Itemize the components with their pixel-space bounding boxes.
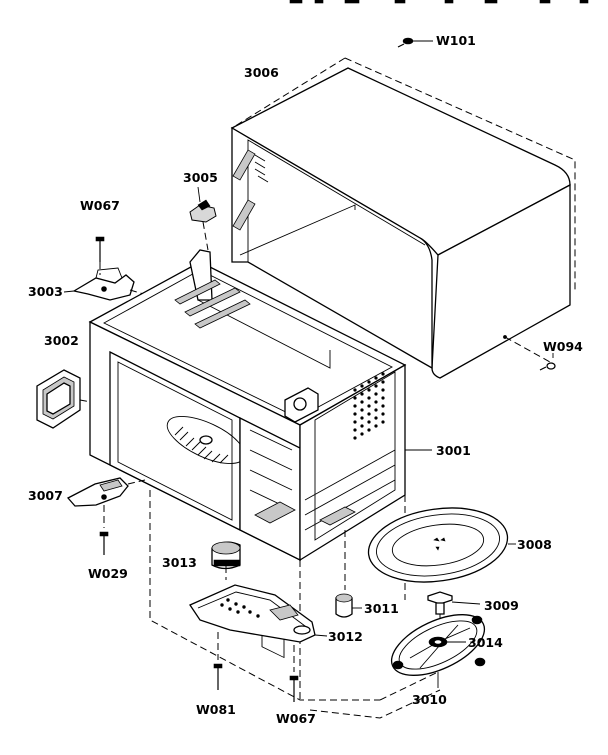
- part-3005: [189, 186, 217, 251]
- label-3012: 3012: [328, 629, 363, 644]
- cavity-frame-3001: [88, 249, 432, 659]
- bottom-plate-3012: [189, 584, 328, 643]
- label-3010: 3010: [412, 692, 447, 707]
- screw-w029: [99, 505, 109, 555]
- screw-w094: [504, 336, 556, 371]
- screw-w067-top: [95, 236, 105, 275]
- label-3005: 3005: [183, 170, 218, 185]
- label-3009: 3009: [484, 598, 519, 613]
- label-3007: 3007: [28, 488, 63, 503]
- screw-w081: [213, 632, 223, 690]
- screw-w067-bottom: [289, 645, 299, 702]
- motor-3013: [211, 541, 241, 580]
- label-3011: 3011: [364, 601, 399, 616]
- screw-w101: [397, 37, 433, 48]
- label-w067-bottom: W067: [276, 711, 316, 726]
- label-w101: W101: [436, 33, 476, 48]
- coupler-3011: [335, 530, 362, 618]
- label-3008: 3008: [517, 537, 552, 552]
- label-3001: 3001: [436, 443, 471, 458]
- label-3003: 3003: [28, 284, 63, 299]
- glass-tray-3008: [367, 507, 516, 583]
- roller-ring-3010: [390, 614, 486, 688]
- label-w094: W094: [543, 339, 583, 354]
- outer-case-3006: [230, 57, 576, 379]
- label-3006: 3006: [244, 65, 279, 80]
- bracket-3007: [66, 477, 146, 507]
- label-3014: 3014: [468, 635, 503, 650]
- label-w029: W029: [88, 566, 128, 581]
- label-w067-top: W067: [80, 198, 120, 213]
- label-w081: W081: [196, 702, 236, 717]
- label-3013: 3013: [162, 555, 197, 570]
- vent-holes: [353, 372, 385, 440]
- label-3002: 3002: [44, 333, 79, 348]
- part-labels: W101 3006 3005 W067 3003 3002 W094 3001 …: [28, 33, 583, 726]
- cropped-header-marks: [289, 0, 589, 4]
- roller-guide-3009: [427, 591, 481, 625]
